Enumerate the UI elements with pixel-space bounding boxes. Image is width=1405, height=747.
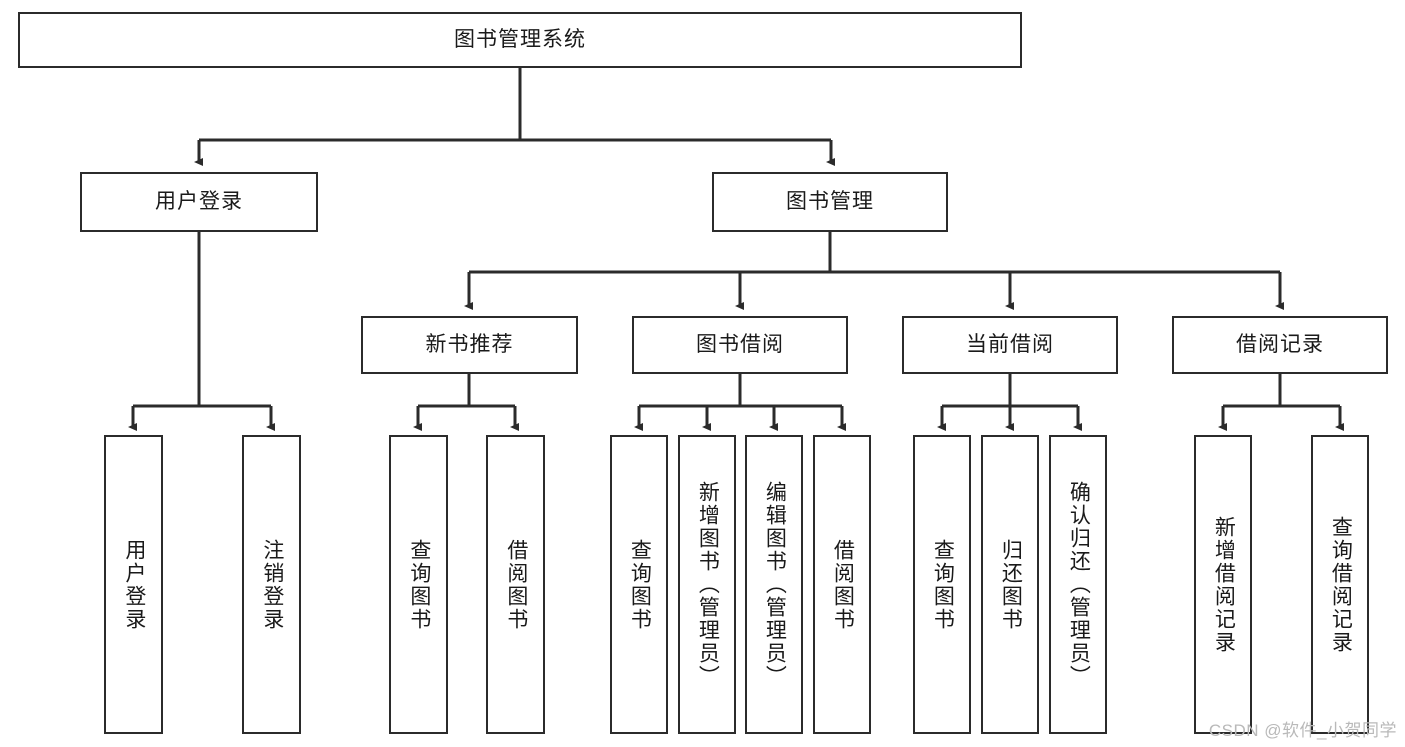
node-leaf-borrow-book-2[interactable]: 借阅图书 — [813, 435, 871, 734]
node-book-manage-label: 图书管理 — [786, 189, 874, 213]
node-leaf-confirm-return-label: 确认归还（管理员） — [1067, 481, 1091, 688]
node-root[interactable]: 图书管理系统 — [18, 12, 1022, 68]
node-leaf-query-book-2-label: 查询图书 — [628, 538, 652, 631]
node-leaf-add-record-label: 新增借阅记录 — [1212, 515, 1236, 654]
node-current-borrow-label: 当前借阅 — [966, 332, 1054, 356]
node-borrow-record[interactable]: 借阅记录 — [1172, 316, 1388, 374]
node-book-borrow-label: 图书借阅 — [696, 332, 784, 356]
node-leaf-user-login[interactable]: 用户登录 — [104, 435, 163, 734]
node-new-book-recommend-label: 新书推荐 — [425, 332, 514, 356]
node-leaf-borrow-book-2-label: 借阅图书 — [831, 538, 855, 631]
node-leaf-borrow-book-1-label: 借阅图书 — [504, 538, 528, 631]
node-leaf-query-book-3[interactable]: 查询图书 — [913, 435, 971, 734]
node-book-manage[interactable]: 图书管理 — [712, 172, 948, 232]
node-leaf-query-book-3-label: 查询图书 — [931, 538, 955, 631]
node-leaf-user-login-label: 用户登录 — [122, 538, 146, 631]
node-leaf-logout[interactable]: 注销登录 — [242, 435, 301, 734]
node-user-login[interactable]: 用户登录 — [80, 172, 318, 232]
node-borrow-record-label: 借阅记录 — [1236, 332, 1324, 356]
node-user-login-label: 用户登录 — [155, 189, 243, 213]
node-leaf-add-book[interactable]: 新增图书（管理员） — [678, 435, 736, 734]
node-leaf-edit-book[interactable]: 编辑图书（管理员） — [745, 435, 803, 734]
node-leaf-add-book-label: 新增图书（管理员） — [696, 481, 720, 688]
node-current-borrow[interactable]: 当前借阅 — [902, 316, 1118, 374]
node-leaf-query-book-2[interactable]: 查询图书 — [610, 435, 668, 734]
node-root-label: 图书管理系统 — [454, 27, 586, 51]
node-leaf-edit-book-label: 编辑图书（管理员） — [763, 481, 787, 688]
node-leaf-logout-label: 注销登录 — [260, 538, 284, 631]
node-leaf-return-book-label: 归还图书 — [999, 538, 1023, 631]
node-leaf-query-book-1[interactable]: 查询图书 — [389, 435, 448, 734]
node-leaf-query-book-1-label: 查询图书 — [407, 538, 431, 631]
node-leaf-query-record[interactable]: 查询借阅记录 — [1311, 435, 1369, 734]
node-new-book-recommend[interactable]: 新书推荐 — [361, 316, 578, 374]
node-leaf-query-record-label: 查询借阅记录 — [1329, 515, 1353, 654]
node-leaf-return-book[interactable]: 归还图书 — [981, 435, 1039, 734]
node-leaf-confirm-return[interactable]: 确认归还（管理员） — [1049, 435, 1107, 734]
node-leaf-add-record[interactable]: 新增借阅记录 — [1194, 435, 1252, 734]
node-book-borrow[interactable]: 图书借阅 — [632, 316, 848, 374]
node-leaf-borrow-book-1[interactable]: 借阅图书 — [486, 435, 545, 734]
